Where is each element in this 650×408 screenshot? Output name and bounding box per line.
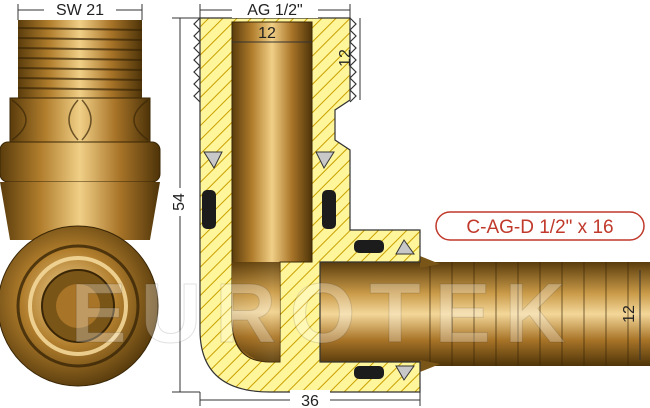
watermark-text: EUROTEK xyxy=(71,266,580,360)
pipe-barb-rings xyxy=(429,262,629,366)
dim-width: 36 xyxy=(199,390,421,408)
retaining-clips xyxy=(203,151,415,381)
thread-teeth-left xyxy=(193,17,201,103)
dim-height: 54 xyxy=(168,17,200,393)
wrench-size-label: SW 21 xyxy=(56,2,104,19)
thread-teeth-right xyxy=(349,17,357,103)
pipe-barb xyxy=(280,262,650,366)
left-exterior-view xyxy=(0,20,161,387)
inner-elbow xyxy=(232,262,280,362)
dim-thread: AG 1/2" xyxy=(199,0,351,19)
dim-wrench-size: SW 21 xyxy=(17,0,143,20)
height-label: 54 xyxy=(171,193,188,211)
section-view xyxy=(193,17,650,393)
o-rings xyxy=(202,190,384,379)
left-hex-facets xyxy=(11,99,149,141)
width-label: 36 xyxy=(301,393,319,408)
dim-thread-length: 12 xyxy=(337,18,361,100)
thread-label: AG 1/2" xyxy=(247,2,302,19)
bore-top-label: 12 xyxy=(258,25,276,42)
pipe-bore-label: 12 xyxy=(621,305,638,323)
left-port-inner xyxy=(56,284,100,328)
left-thread-lines xyxy=(17,27,143,91)
thread-length-label: 12 xyxy=(337,49,354,67)
left-port-ring-mid xyxy=(28,256,128,356)
product-code-label: C-AG-D 1/2" x 16 xyxy=(466,217,613,238)
left-body xyxy=(0,182,160,240)
product-code-badge: C-AG-D 1/2" x 16 xyxy=(435,211,645,241)
left-port-ring-outer xyxy=(16,244,140,368)
dim-bore-top: 12 xyxy=(232,25,312,43)
left-collar xyxy=(0,141,161,183)
left-hex-nut xyxy=(9,97,151,143)
dim-pipe-bore: 12 xyxy=(621,270,641,360)
